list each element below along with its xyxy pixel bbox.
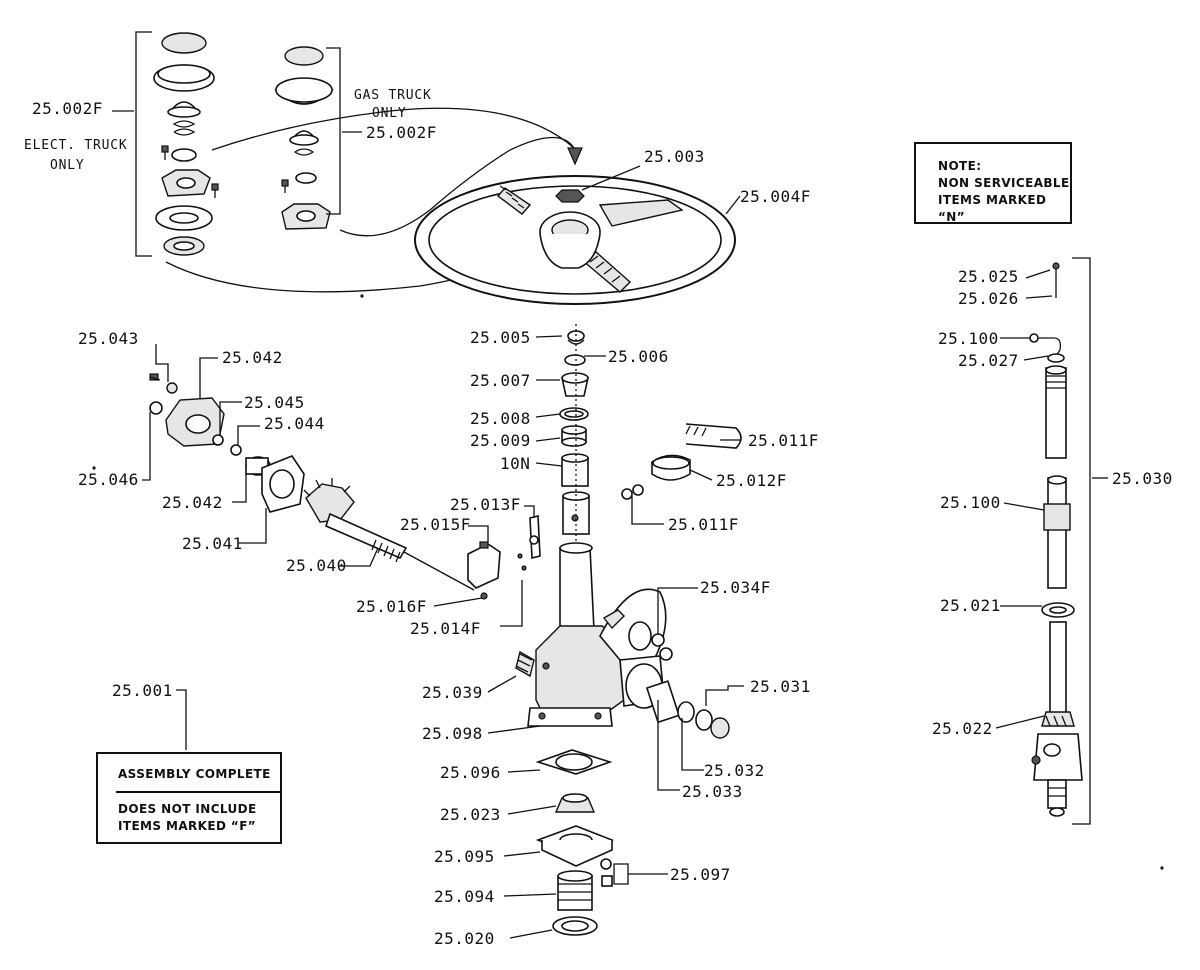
gas-truck-label: GAS TRUCK [354,88,432,103]
callout-25-022: 25.022 [932,719,993,738]
callout-25-098: 25.098 [422,724,483,743]
column-parts-lower [535,749,615,936]
leader-lines [112,110,1108,939]
callout-25-009: 25.009 [470,431,531,450]
callout-25-005: 25.005 [470,328,531,347]
callout-25-004F: 25.004F [740,187,811,206]
assembly-line-3: ITEMS MARKED “F” [118,819,257,833]
route-curve-right [339,136,575,237]
callout-25-001: 25.001 [112,681,173,700]
callout-25-039: 25.039 [422,683,483,702]
callout-25-034F: 25.034F [700,578,771,597]
clamp-and-u-bolt [621,423,742,500]
sector-shaft-assembly [149,373,475,591]
note-box-assembly-complete: ASSEMBLY COMPLETE DOES NOT INCLUDE ITEMS… [96,752,282,844]
elect-truck-only-label: ONLY [50,158,85,173]
callout-25-043: 25.043 [78,329,139,348]
gas-horn-button-stack [274,46,341,230]
callout-25-008: 25.008 [470,409,531,428]
callout-25-003: 25.003 [644,147,705,166]
route-curve-top [211,107,575,151]
callout-25-013F: 25.013F [450,495,521,514]
callout-25-014F: 25.014F [410,619,481,638]
callout-10N: 10N [500,454,531,473]
callout-25-095: 25.095 [434,847,495,866]
callout-25-096: 25.096 [440,763,501,782]
callout-25-006: 25.006 [608,347,669,366]
column-shaft-assembly [1029,257,1091,825]
callout-25-100-top: 25.100 [938,329,999,348]
callout-25-042-top: 25.042 [222,348,283,367]
callout-25-041: 25.041 [182,534,243,553]
callout-25-031: 25.031 [750,677,811,696]
note-line-1: NON SERVICEABLE [938,176,1070,190]
callout-25-012F: 25.012F [716,471,787,490]
callout-25-100-mid: 25.100 [940,493,1001,512]
callout-25-011F-bottom: 25.011F [668,515,739,534]
callout-25-044: 25.044 [264,414,325,433]
callout-25-046: 25.046 [78,470,139,489]
callout-25-023: 25.023 [440,805,501,824]
note-line-2: ITEMS MARKED “N” [938,193,1047,224]
steering-gear-housing [515,542,730,739]
callout-25-032: 25.032 [704,761,765,780]
switch-parts [467,514,541,600]
callout-25-007: 25.007 [470,371,531,390]
elect-horn-button-stack [135,31,219,257]
callout-25-097: 25.097 [670,865,731,884]
dot-mark [1160,866,1164,870]
callout-25-015F: 25.015F [400,515,471,534]
callout-25-011F-top: 25.011F [748,431,819,450]
callout-25-045: 25.045 [244,393,305,412]
gas-truck-only-label: ONLY [372,106,407,121]
callout-25-025: 25.025 [958,267,1019,286]
callout-25-030: 25.030 [1112,469,1173,488]
callout-25-021: 25.021 [940,596,1001,615]
callout-25-020: 25.020 [434,929,495,948]
callout-25-033: 25.033 [682,782,743,801]
elect-truck-label: ELECT. TRUCK [24,138,128,153]
column-parts-upper [559,324,590,546]
callout-25-002F-left: 25.002F [32,99,103,118]
callout-25-040: 25.040 [286,556,347,575]
dot-mark [360,294,364,298]
note-box-non-serviceable: NOTE: NON SERVICEABLE ITEMS MARKED “N” [914,142,1072,224]
assembly-divider [116,791,282,793]
callout-25-027: 25.027 [958,351,1019,370]
route-arrow [567,147,583,166]
callout-25-042-bottom: 25.042 [162,493,223,512]
callout-25-026: 25.026 [958,289,1019,308]
callout-25-002F-right: 25.002F [366,123,437,142]
callout-25-016F: 25.016F [356,597,427,616]
note-title: NOTE: [938,159,982,173]
steering-wheel [414,175,736,305]
assembly-line-1: ASSEMBLY COMPLETE [118,767,271,781]
assembly-line-2: DOES NOT INCLUDE [118,802,257,816]
callout-25-094: 25.094 [434,887,495,906]
dot-mark [92,466,96,470]
